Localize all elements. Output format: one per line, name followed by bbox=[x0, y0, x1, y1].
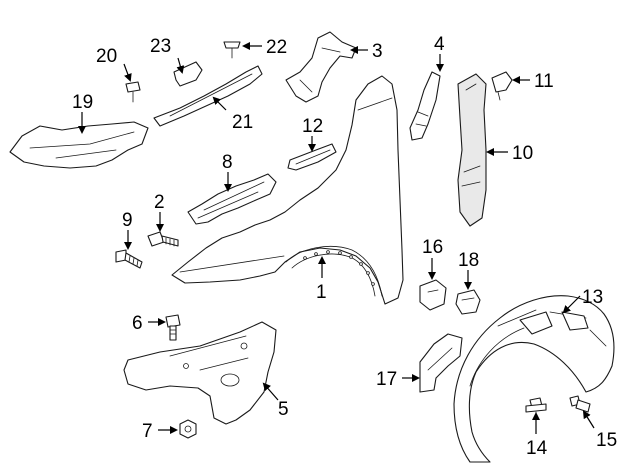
callout-22: 22 bbox=[266, 37, 287, 58]
part-clip-15 bbox=[569, 395, 591, 413]
part-bracket-5 bbox=[123, 321, 277, 425]
part-fender bbox=[171, 75, 404, 305]
callout-17: 17 bbox=[376, 369, 397, 390]
leader-21 bbox=[212, 96, 227, 111]
callout-4: 4 bbox=[434, 34, 445, 55]
part-bracket-23 bbox=[173, 61, 203, 87]
callout-6: 6 bbox=[132, 313, 143, 334]
callout-3: 3 bbox=[372, 41, 383, 62]
callout-15: 15 bbox=[596, 430, 617, 451]
leader-20 bbox=[123, 63, 132, 82]
part-shield-19 bbox=[9, 121, 149, 169]
leader-lines bbox=[78, 42, 595, 434]
leader-5 bbox=[262, 382, 279, 401]
callout-10: 10 bbox=[512, 143, 533, 164]
callout-16: 16 bbox=[422, 237, 443, 258]
part-clip-20 bbox=[125, 81, 141, 103]
part-panel-10 bbox=[457, 73, 487, 227]
part-seal-12 bbox=[287, 143, 337, 171]
part-bracket-3 bbox=[285, 31, 357, 103]
part-clip-14 bbox=[525, 397, 547, 421]
part-bracket-16 bbox=[419, 279, 447, 311]
part-nut-7 bbox=[179, 419, 197, 439]
callout-2: 2 bbox=[154, 192, 165, 213]
callout-12: 12 bbox=[302, 116, 323, 137]
leader-13 bbox=[562, 295, 581, 314]
leader-15 bbox=[582, 410, 595, 429]
callout-13: 13 bbox=[582, 287, 603, 308]
callout-labels: 1 2 3 4 5 6 7 8 9 10 11 12 13 14 15 16 1… bbox=[72, 34, 617, 459]
part-clip-22 bbox=[223, 41, 241, 59]
callout-8: 8 bbox=[222, 152, 233, 173]
callout-11: 11 bbox=[534, 71, 554, 92]
callout-23: 23 bbox=[150, 36, 171, 57]
callout-20: 20 bbox=[96, 46, 117, 67]
part-clip-11 bbox=[491, 71, 513, 101]
part-liner-13 bbox=[453, 295, 615, 463]
callout-1: 1 bbox=[316, 282, 327, 303]
callout-9: 9 bbox=[122, 210, 133, 231]
callout-5: 5 bbox=[278, 399, 289, 420]
callout-18: 18 bbox=[458, 250, 479, 271]
leader-23 bbox=[176, 57, 185, 74]
callout-21: 21 bbox=[232, 112, 253, 133]
callout-14: 14 bbox=[526, 438, 548, 459]
part-bolt-9 bbox=[115, 249, 143, 269]
part-strip-21 bbox=[153, 65, 263, 127]
part-seal-4 bbox=[409, 71, 441, 141]
part-bolt-6 bbox=[165, 314, 181, 341]
part-panel-17 bbox=[419, 333, 463, 393]
part-bolt-2 bbox=[147, 231, 179, 247]
part-support-8 bbox=[187, 173, 277, 225]
part-bracket-18 bbox=[455, 289, 481, 315]
callout-19: 19 bbox=[72, 92, 93, 113]
callout-7: 7 bbox=[142, 421, 153, 442]
